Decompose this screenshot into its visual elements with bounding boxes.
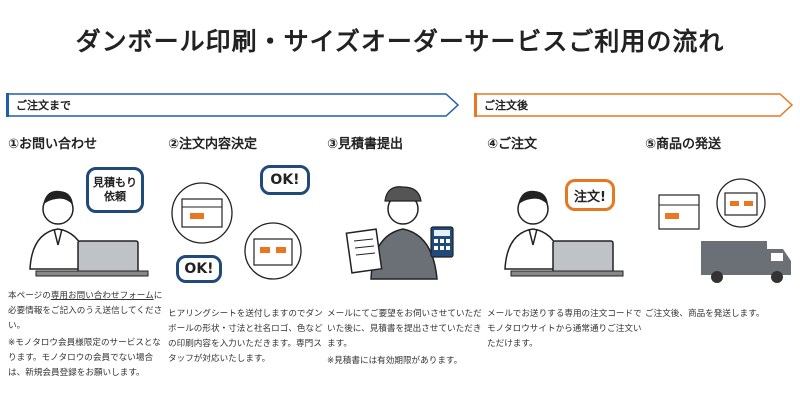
banner-after-label: ご注文後	[484, 99, 528, 112]
step-order-details: ②注文内容決定 OK! OK! ヒアリングシートを送付しますのでダンボールの形状…	[168, 133, 323, 367]
step-title: ①お問い合わせ	[8, 137, 98, 152]
banner-before-label: ご注文まで	[16, 99, 71, 112]
step-shipping: ⑤商品の発送 ご注文後、商品を発送します。	[645, 133, 800, 322]
printed-boxes-icon	[171, 182, 302, 280]
banner-before-arrow	[6, 93, 460, 117]
step-title: ③見積書提出	[327, 137, 404, 152]
request-estimate-bubble: 見積もり 依頼	[86, 167, 144, 213]
step-inquiry: ①お問い合わせ 見積もり 依頼 本ページの専用お問い合わせフォームに必要情報をご…	[8, 133, 163, 381]
bubble-text: 見積もり 依頼	[93, 176, 137, 203]
bubble-text: OK!	[270, 172, 300, 188]
step-description: メールにてご要望をお伺いさせていただいた後に、見積書を提出させていただきます。	[327, 309, 482, 349]
step-title: ⑤商品の発送	[645, 137, 722, 152]
step-title: ②注文内容決定	[168, 137, 258, 152]
step-description: 本ページの専用お問い合わせフォームに必要情報をご記入のうえ送信してください。	[8, 289, 163, 334]
staff-quote-illustration	[327, 159, 482, 289]
step-note: ※モノタロウ会員様限定のサービスとなります。モノタロウの会員でない場合は、新規会…	[8, 338, 161, 378]
banner-after-order: ご注文後	[474, 92, 796, 118]
shipping-illustration	[645, 159, 800, 289]
order-bubble: 注文!	[565, 179, 615, 211]
step-description: メールでお送りする専用の注文コードでモノタロウサイトから通常通りご注文いただけま…	[487, 309, 642, 349]
person-ordering-icon	[504, 190, 624, 277]
order-laptop-illustration: 注文!	[487, 159, 642, 289]
page-title: ダンボール印刷・サイズオーダーサービスご利用の流れ	[75, 27, 725, 56]
boxes-ok-illustration: OK! OK!	[168, 159, 323, 289]
bubble-text: OK!	[184, 261, 214, 277]
staff-with-calculator-icon	[345, 186, 454, 280]
bubble-text: 注文!	[574, 189, 606, 205]
step-description: ヒアリングシートを送付しますのでダンボールの形状・寸法と社名ロゴ、色などの印刷内…	[168, 309, 323, 364]
step-quotation: ③見積書提出 メールにてご要望をお伺いさせていただいた後に、見積書を提出させてい…	[327, 133, 482, 369]
delivery-truck-icon	[658, 178, 791, 283]
banner-after-arrow	[474, 93, 794, 117]
desc-text-post: に必要情報をご記入のうえ送信してください。	[8, 291, 163, 331]
step-note: ※見積書には有効期限があります。	[327, 356, 463, 366]
banner-before-order: ご注文まで	[6, 92, 461, 118]
desc-text-pre: 本ページの	[8, 291, 51, 301]
ok-bubble-top: OK!	[260, 165, 310, 195]
ok-bubble-bottom: OK!	[176, 255, 222, 283]
step-order: ④ご注文 注文! メールでお送りする専用の注文コードでモノタロウサイトから通常通…	[487, 133, 642, 352]
step-description: ご注文後、商品を発送します。	[645, 309, 765, 319]
step-title: ④ご注文	[487, 137, 538, 152]
inquiry-form-link[interactable]: 専用お問い合わせフォーム	[50, 291, 154, 301]
person-laptop-illustration: 見積もり 依頼	[8, 159, 163, 289]
person-at-laptop-icon	[29, 190, 149, 277]
